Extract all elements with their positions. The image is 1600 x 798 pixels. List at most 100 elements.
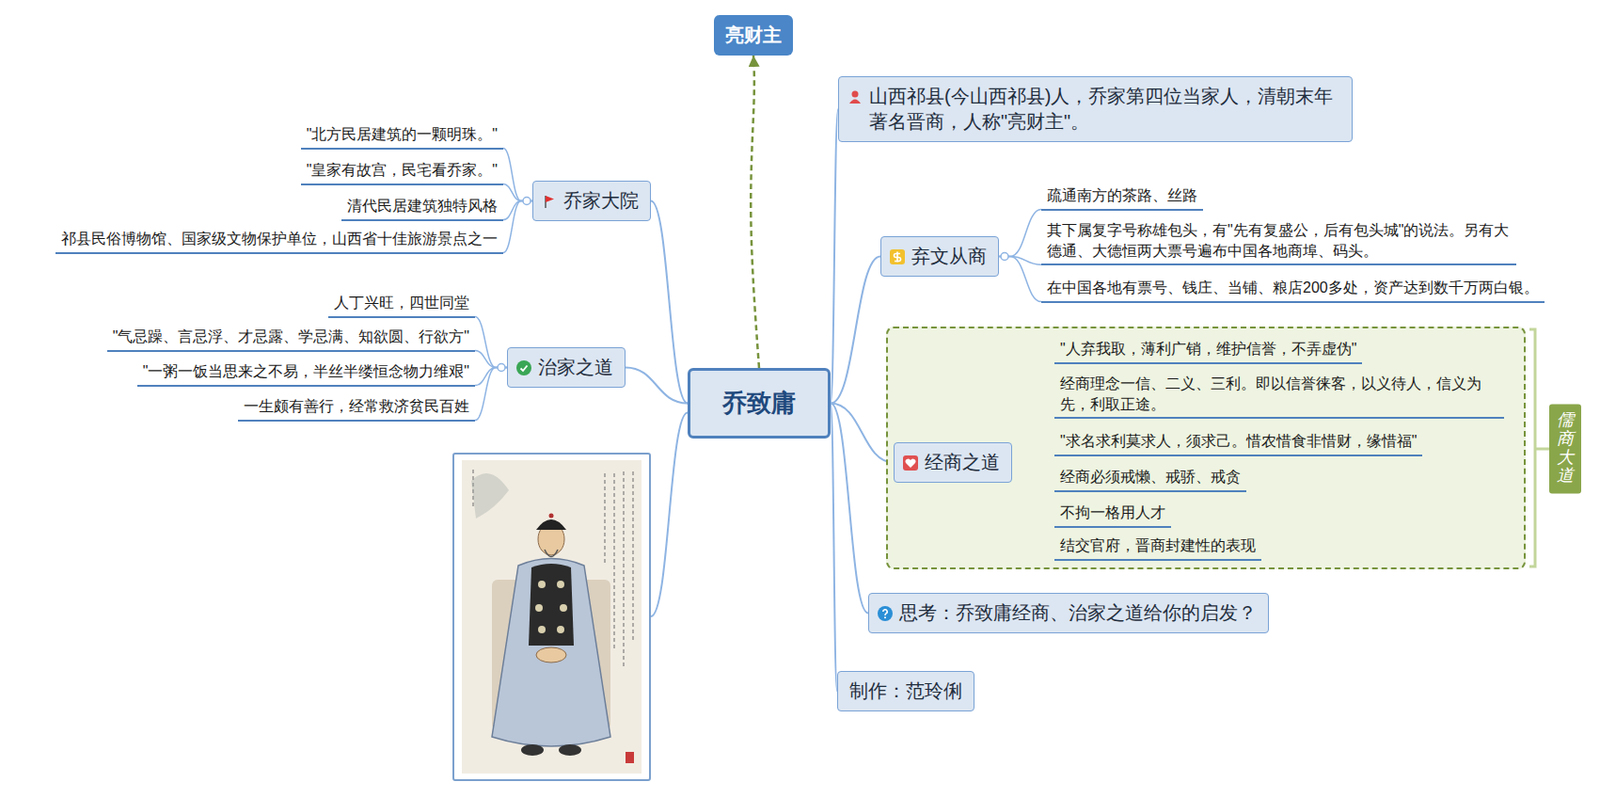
person-icon (847, 89, 863, 105)
foliage (471, 473, 509, 519)
hands (536, 647, 567, 663)
topic-text: 经商理念一信、二义、三利。即以信誉徕客，以义待人，信义为先，利取正途。 (1060, 373, 1499, 414)
subtopic: 清代民居建筑独特风格 (341, 193, 504, 222)
topic-text: 治家之道 (538, 354, 614, 381)
topic-text: 思考：乔致庸经商、治家之道给你的启发？ (899, 600, 1257, 626)
calligraphy-line (622, 471, 625, 669)
topic-text: "皇家有故宫，民宅看乔家。" (306, 159, 498, 181)
branch-line (998, 209, 1042, 257)
question-box: 思考：乔致庸经商、治家之道给你的启发？ (868, 592, 1269, 634)
author-box: 制作：范玲俐 (837, 670, 975, 712)
topic-text: 清代民居建筑独特风格 (347, 195, 498, 217)
subtopic: 经商理念一信、二义、三利。即以信誉徕客，以义待人，信义为先，利取正途。 (1054, 371, 1505, 419)
bracket-leader (1535, 447, 1550, 451)
vest (528, 563, 574, 646)
painting-ground (461, 459, 642, 774)
topic-text: "气忌躁、言忌浮、才忌露、学忌满、知欲圆、行欲方" (112, 326, 470, 348)
central-topic: 乔致庸 (687, 367, 831, 439)
portrait-illustration (452, 452, 651, 781)
topic-text: "北方民居建筑的一颗明珠。" (306, 124, 498, 145)
branch-line (830, 403, 869, 614)
dollar-icon (889, 249, 905, 265)
icon-ground (877, 605, 893, 621)
subtopic: 祁县民俗博物馆、国家级文物保护单位，山西省十佳旅游景点之一 (55, 226, 504, 254)
branch-line (830, 109, 839, 404)
icon-ground (902, 455, 919, 471)
shoe (521, 744, 544, 756)
topic-text: 不拘一格用人才 (1060, 502, 1166, 523)
topic-text: "一粥一饭当思来之不易，半丝半缕恒念物力维艰" (142, 361, 470, 382)
pattern-dot (535, 603, 543, 612)
pattern-dot (538, 625, 546, 634)
question-icon (877, 605, 893, 621)
icon-flag (545, 195, 555, 203)
branch-line (830, 403, 838, 692)
calligraphy-line (613, 473, 616, 650)
collapse-dot (1000, 253, 1009, 261)
icon-mark (883, 608, 888, 615)
icon-mark (521, 364, 528, 371)
portrait-line (650, 412, 688, 617)
topic-text: 疏通南方的茶路、丝路 (1046, 185, 1198, 206)
collapse-dot (522, 197, 531, 206)
subtopic: "人弃我取，薄利广销，维护信誉，不弄虚伪" (1054, 336, 1363, 365)
subtopic: 一生颇有善行，经常救济贫民百姓 (237, 394, 476, 422)
hat-button (549, 513, 555, 519)
heart-icon (902, 455, 919, 471)
branch-line (503, 148, 533, 202)
subtopic: "气忌躁、言忌浮、才忌露、学忌满、知欲圆、行欲方" (107, 324, 476, 352)
alias-tag: 亮财主 (713, 15, 793, 56)
topic-text: 其下属复字号称雄包头，有"先有复盛公，后有包头城"的说法。另有大德通、大德恒两大… (1046, 220, 1511, 261)
calligraphy-line (632, 471, 634, 641)
boundary-region: 儒商大道经商之道"人弃我取，薄利广销，维护信誉，不弄虚伪"经商理念一信、二义、三… (886, 326, 1526, 570)
branch-line (475, 316, 507, 368)
topic-text: 在中国各地有票号、钱庄、当铺、粮店200多处，资产达到数千万两白银。 (1046, 277, 1539, 299)
pattern-dot (559, 603, 568, 612)
icon-mark (894, 251, 902, 262)
subtopic: 疏通南方的茶路、丝路 (1041, 183, 1204, 211)
topic-text: 结交官府，晋商封建性的表现 (1060, 535, 1256, 556)
topic-text: 人丁兴旺，四世同堂 (333, 292, 470, 314)
collapse-dot (497, 364, 506, 372)
icon-head (852, 91, 859, 98)
topic-text: 亮财主 (725, 22, 782, 48)
branch-line (830, 403, 894, 463)
robe (491, 558, 611, 747)
topic-text: 乔致庸 (722, 386, 796, 420)
branch-topic: 乔家大院 (532, 180, 651, 222)
seal (625, 751, 634, 763)
boundary-label: 儒商大道 (1549, 403, 1582, 493)
pattern-dot (538, 580, 546, 588)
topic-text: "人弃我取，薄利广销，维护信誉，不弄虚伪" (1060, 338, 1357, 360)
subtopic: "求名求利莫求人，须求己。惜农惜食非惜财，缘惜福" (1054, 428, 1423, 457)
icon-dot (884, 616, 887, 618)
subtopic: 不拘一格用人才 (1054, 500, 1172, 528)
subtopic: 经商必须戒懒、戒骄、戒贪 (1054, 464, 1247, 492)
branch-line (998, 256, 1042, 302)
topic-text: 经商之道 (924, 449, 1000, 476)
flag-icon (541, 193, 557, 209)
subtopic: 人丁兴旺，四世同堂 (328, 290, 476, 318)
topic-text: 乔家大院 (563, 188, 639, 214)
icon-ground (516, 360, 532, 376)
subtopic: "一粥一饭当思来之不易，半丝半缕恒念物力维艰" (137, 359, 476, 387)
icon-ground (889, 249, 905, 265)
dashed-arrow (750, 55, 760, 368)
topic-text: 制作：范玲俐 (849, 678, 963, 704)
branch-topic: 治家之道 (506, 347, 626, 388)
topic-text: 弃文从商 (911, 243, 987, 270)
topic-text: 一生颇有善行，经常救济贫民百姓 (243, 396, 470, 417)
topic-text: "求名求利莫求人，须求己。惜农惜食非惜财，缘惜福" (1060, 430, 1417, 452)
boundary-bracket (1529, 329, 1536, 567)
icon-mark (905, 458, 917, 467)
topic-text: 祁县民俗博物馆、国家级文物保护单位，山西省十佳旅游景点之一 (61, 228, 498, 250)
calligraphy-line (603, 473, 606, 566)
topic-text: 山西祁县(今山西祁县)人，乔家第四位当家人，清朝末年著名晋商，人称"亮财主"。 (869, 83, 1341, 135)
beard (544, 549, 558, 557)
intro-box: 山西祁县(今山西祁县)人，乔家第四位当家人，清朝末年著名晋商，人称"亮财主"。 (838, 76, 1353, 143)
subtopic: 在中国各地有票号、钱庄、当铺、粮店200多处，资产达到数千万两白银。 (1041, 275, 1545, 303)
pattern-dot (556, 580, 565, 588)
icon-body (849, 99, 861, 105)
check-icon (516, 360, 532, 376)
branch-topic: 经商之道 (893, 442, 1013, 483)
